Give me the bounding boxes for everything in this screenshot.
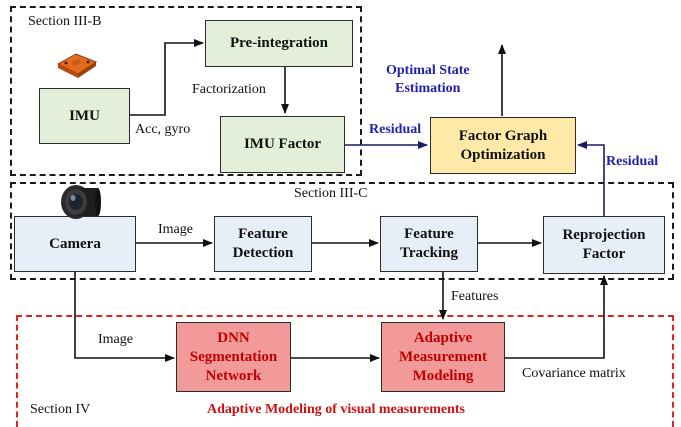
section-iv-region xyxy=(16,315,674,427)
feature-detection-box: Feature Detection xyxy=(214,216,312,272)
acc-gyro-label: Acc, gyro xyxy=(135,122,191,137)
imu-box: IMU xyxy=(39,88,130,144)
imu-label: IMU xyxy=(69,107,100,124)
pre-integration-label: Pre-integration xyxy=(229,35,329,51)
section-iii-c-label: Section III-C xyxy=(294,186,368,201)
residual-left-label: Residual xyxy=(369,122,422,137)
feature-tracking-label: Feature Tracking xyxy=(399,226,459,261)
section-iii-b-label: Section III-B xyxy=(28,14,102,29)
reprojection-factor-label: Reprojection Factor xyxy=(562,227,646,262)
arrow-reprojection-to-factorgraph xyxy=(577,141,605,220)
factorization-label: Factorization xyxy=(192,82,266,97)
covariance-label: Covariance matrix xyxy=(522,366,626,381)
arrow-camera-to-dnn xyxy=(74,272,175,362)
adaptive-modeling-title: Adaptive Modeling of visual measurements xyxy=(207,402,465,417)
section-iii-b-region xyxy=(10,6,362,176)
image-top-label: Image xyxy=(158,222,193,237)
image-bottom-label: Image xyxy=(98,332,133,347)
section-iv-label: Section IV xyxy=(30,402,91,417)
arrow-adaptive-to-reprojection xyxy=(505,275,608,359)
pre-integration-box: Pre-integration xyxy=(205,20,353,67)
feature-tracking-box: Feature Tracking xyxy=(380,216,478,272)
factor-graph-label: Factor Graph Optimization xyxy=(458,127,548,163)
arrow-imu-to-preintegration xyxy=(130,39,204,116)
camera-box: Camera xyxy=(14,216,136,272)
camera-label: Camera xyxy=(49,235,101,252)
factor-graph-box: Factor Graph Optimization xyxy=(430,117,576,174)
imu-factor-box: IMU Factor xyxy=(220,116,345,173)
imu-sensor-icon xyxy=(56,53,98,78)
section-iii-c-region xyxy=(10,182,674,280)
dnn-segmentation-box: DNN Segmentation Network xyxy=(176,322,291,392)
camera-lens-icon xyxy=(61,185,101,219)
reprojection-factor-box: Reprojection Factor xyxy=(543,216,665,274)
optimal-state-label: Optimal State Estimation xyxy=(386,63,470,96)
dnn-segmentation-label: DNN Segmentation Network xyxy=(189,329,278,384)
adaptive-measurement-box: Adaptive Measurement Modeling xyxy=(381,322,505,392)
features-label: Features xyxy=(451,289,499,304)
residual-right-label: Residual xyxy=(606,154,659,169)
feature-detection-label: Feature Detection xyxy=(232,226,294,261)
imu-factor-label: IMU Factor xyxy=(243,136,322,152)
adaptive-measurement-label: Adaptive Measurement Modeling xyxy=(398,329,488,384)
